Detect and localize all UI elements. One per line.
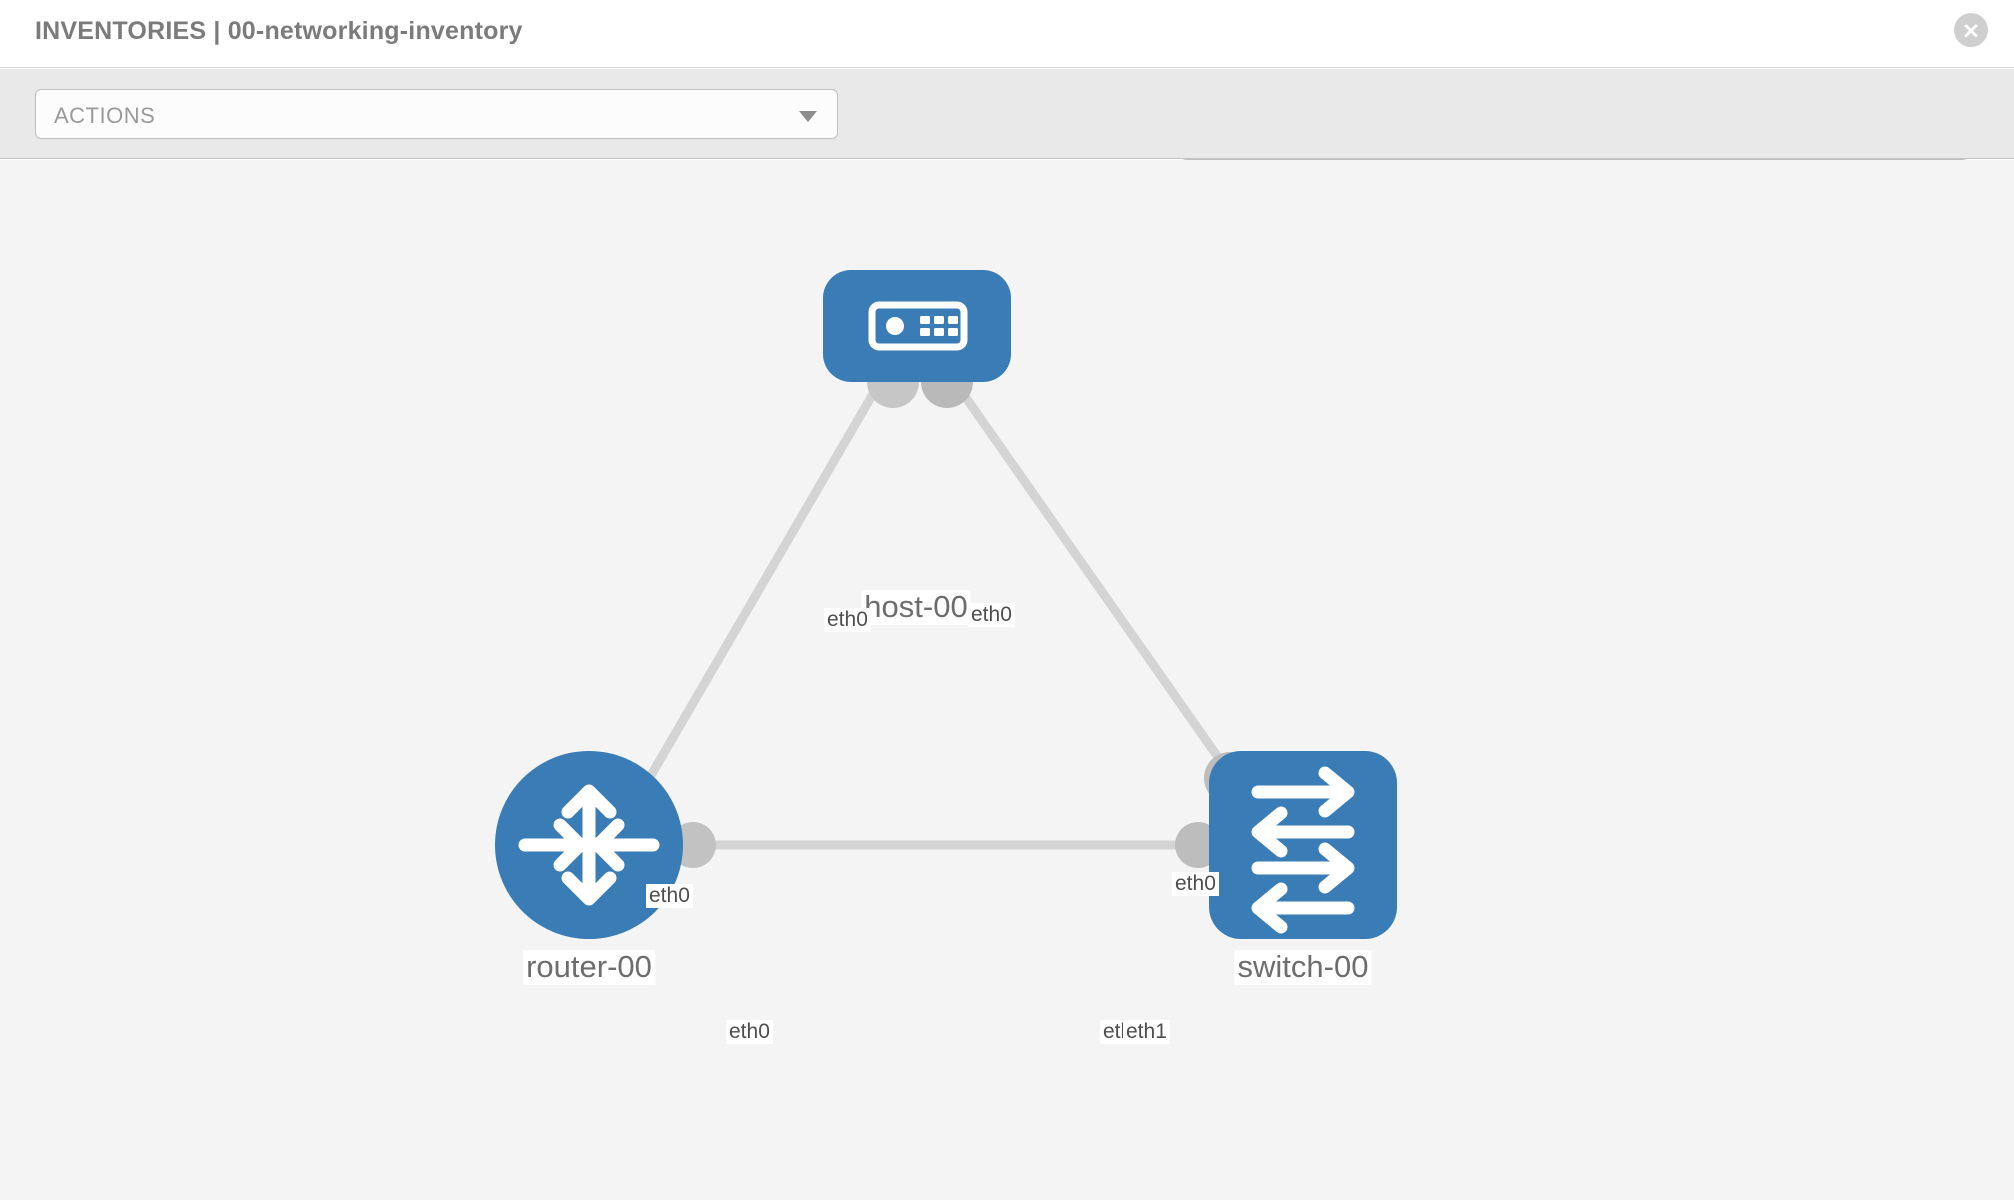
interface-label-router00-east: eth0 [726,1020,773,1045]
topology-canvas[interactable]: host-00 router-00 switch-00 eth0 eth0 et… [0,160,2014,1200]
close-icon[interactable] [1954,13,1988,47]
chevron-down-icon [799,111,817,122]
interface-label-host00-right: eth0 [968,603,1015,628]
interface-label-host00-left: eth0 [824,608,871,633]
node-label-router-00[interactable]: router-00 [523,950,655,985]
node-router-00 [495,751,683,939]
page-header: INVENTORIES | 00-networking-inventory [0,0,2014,68]
page-title: INVENTORIES | 00-networking-inventory [35,17,523,45]
host-device-icon [868,301,968,351]
node-host-00 [823,270,1011,382]
interface-label-switch00-uplink: eth0 [1172,872,1219,897]
topology-graph [495,270,1397,939]
link-host00-router00 [621,372,888,823]
actions-dropdown[interactable]: ACTIONS [35,89,838,139]
node-label-switch-00[interactable]: switch-00 [1234,950,1372,985]
interface-label-switch00-west: eth1 [1123,1020,1170,1045]
toolbar: ACTIONS SEARCH [0,69,2014,209]
node-switch-00 [1209,751,1397,939]
link-host00-switch00 [946,372,1259,813]
node-label-host-00[interactable]: host-00 [861,590,971,625]
topology-links [621,372,1259,850]
router-arrows-icon [518,784,660,906]
actions-dropdown-label: ACTIONS [54,103,156,128]
switch-arrows-icon [1251,766,1355,934]
interface-label-router00-uplink: eth0 [646,884,693,909]
